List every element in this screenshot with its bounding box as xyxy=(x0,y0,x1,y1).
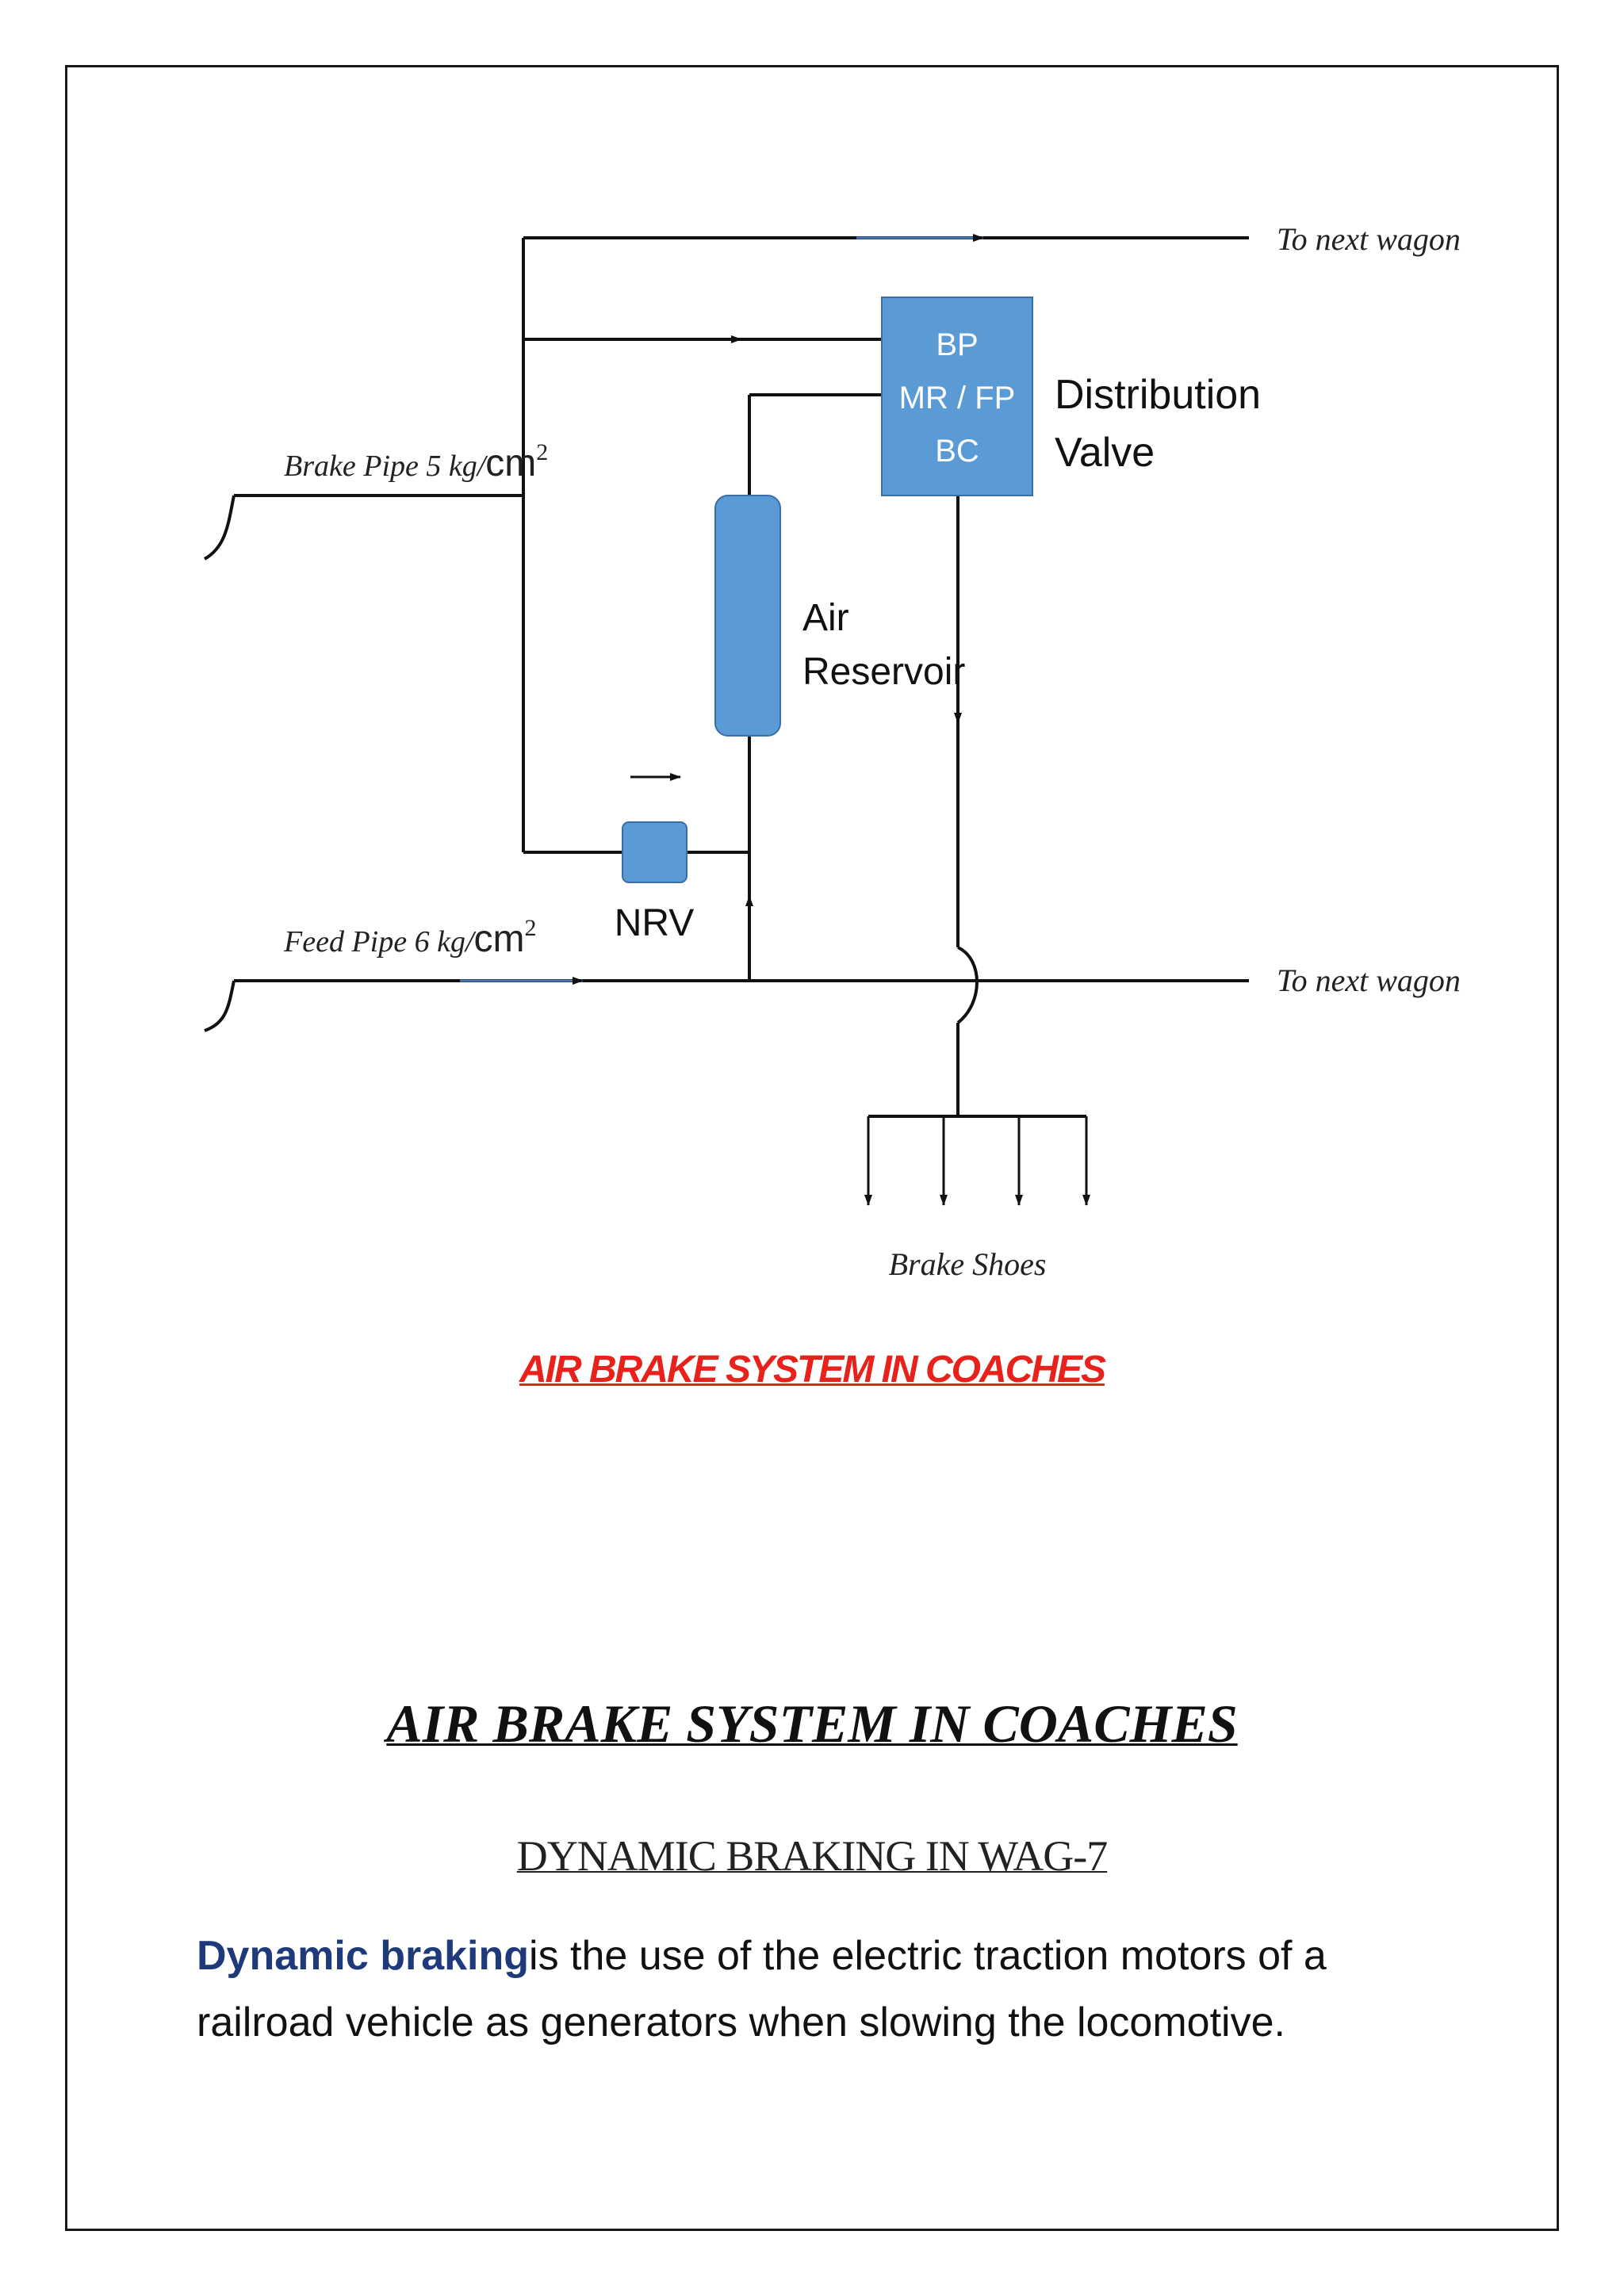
page-border xyxy=(65,65,1559,2231)
brake-shoes-label: Brake Shoes xyxy=(889,1246,1047,1282)
distribution-valve-box xyxy=(881,297,1033,496)
feed-pipe-label: Feed Pipe 6 kg/cm2 xyxy=(283,915,537,960)
nrv-box xyxy=(622,821,688,883)
dv-port-bc: BC xyxy=(935,434,979,469)
body-text-line1: is the use of the electric traction moto… xyxy=(529,1933,1327,1979)
distribution-label: Distribution xyxy=(1055,372,1261,418)
brake-shoe-arrows xyxy=(864,1116,1090,1206)
nrv-label: NRV xyxy=(615,902,694,944)
diagram-caption: AIR BRAKE SYSTEM IN COACHES xyxy=(519,1349,1106,1391)
to-next-wagon-bottom: To next wagon xyxy=(1277,962,1461,998)
feed-pipe-network xyxy=(204,496,1249,1118)
valve-label: Valve xyxy=(1055,430,1155,476)
dynamic-braking-term: Dynamic braking xyxy=(197,1933,530,1979)
main-title: AIR BRAKE SYSTEM IN COACHES xyxy=(386,1693,1238,1754)
air-reservoir xyxy=(714,495,781,737)
reservoir-label: Reservoir xyxy=(802,651,965,693)
body-text-line2: railroad vehicle as generators when slow… xyxy=(197,1999,1285,2045)
brake-pipe-label: Brake Pipe 5 kg/cm2 xyxy=(284,439,548,484)
air-label: Air xyxy=(802,597,849,639)
sub-title: DYNAMIC BRAKING IN WAG-7 xyxy=(516,1832,1108,1880)
dv-port-mr-fp: MR / FP xyxy=(899,381,1016,415)
air-brake-diagram: BP MR / FP BC Distribution Valve Air Res… xyxy=(203,221,1461,1282)
body-paragraph: Dynamic brakingis the use of the electri… xyxy=(197,1923,1465,2056)
dv-port-bp: BP xyxy=(936,327,978,362)
to-next-wagon-top: To next wagon xyxy=(1277,221,1461,257)
